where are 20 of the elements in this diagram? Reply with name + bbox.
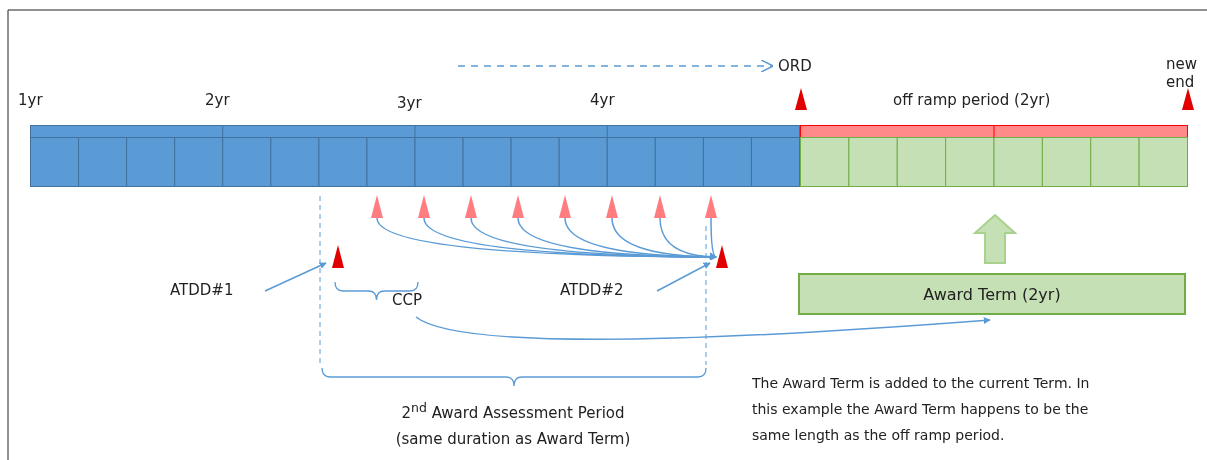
node-label: ORD xyxy=(778,57,818,75)
axis-label: 4yr xyxy=(590,91,615,109)
block-arrow xyxy=(972,213,1018,264)
period-caption: 2$^{nd}$ Award Assessment Period (same duration as Award Term) xyxy=(394,399,632,450)
axis-label: 1yr xyxy=(18,91,43,109)
node-label: ATDD#2 xyxy=(560,281,632,299)
arrow xyxy=(264,262,327,292)
arrow xyxy=(656,262,711,292)
arrow xyxy=(708,217,717,258)
node-label: ATDD#1 xyxy=(170,281,240,299)
note-text: The Award Term is added to the current Term. In this example the Award Term happens to be the same length as the off ramp period. xyxy=(752,374,1091,445)
axis-label: 2yr xyxy=(205,91,230,109)
axis-label: 3yr xyxy=(397,94,422,112)
term-box: Award Term (2yr) xyxy=(798,273,1186,315)
arrow xyxy=(457,59,774,73)
arrow xyxy=(659,217,717,261)
node-label: CCP xyxy=(392,291,428,309)
period-label: off ramp period (2yr) xyxy=(893,91,1051,109)
axis-label: new end xyxy=(1166,55,1198,91)
arrow xyxy=(415,316,991,340)
